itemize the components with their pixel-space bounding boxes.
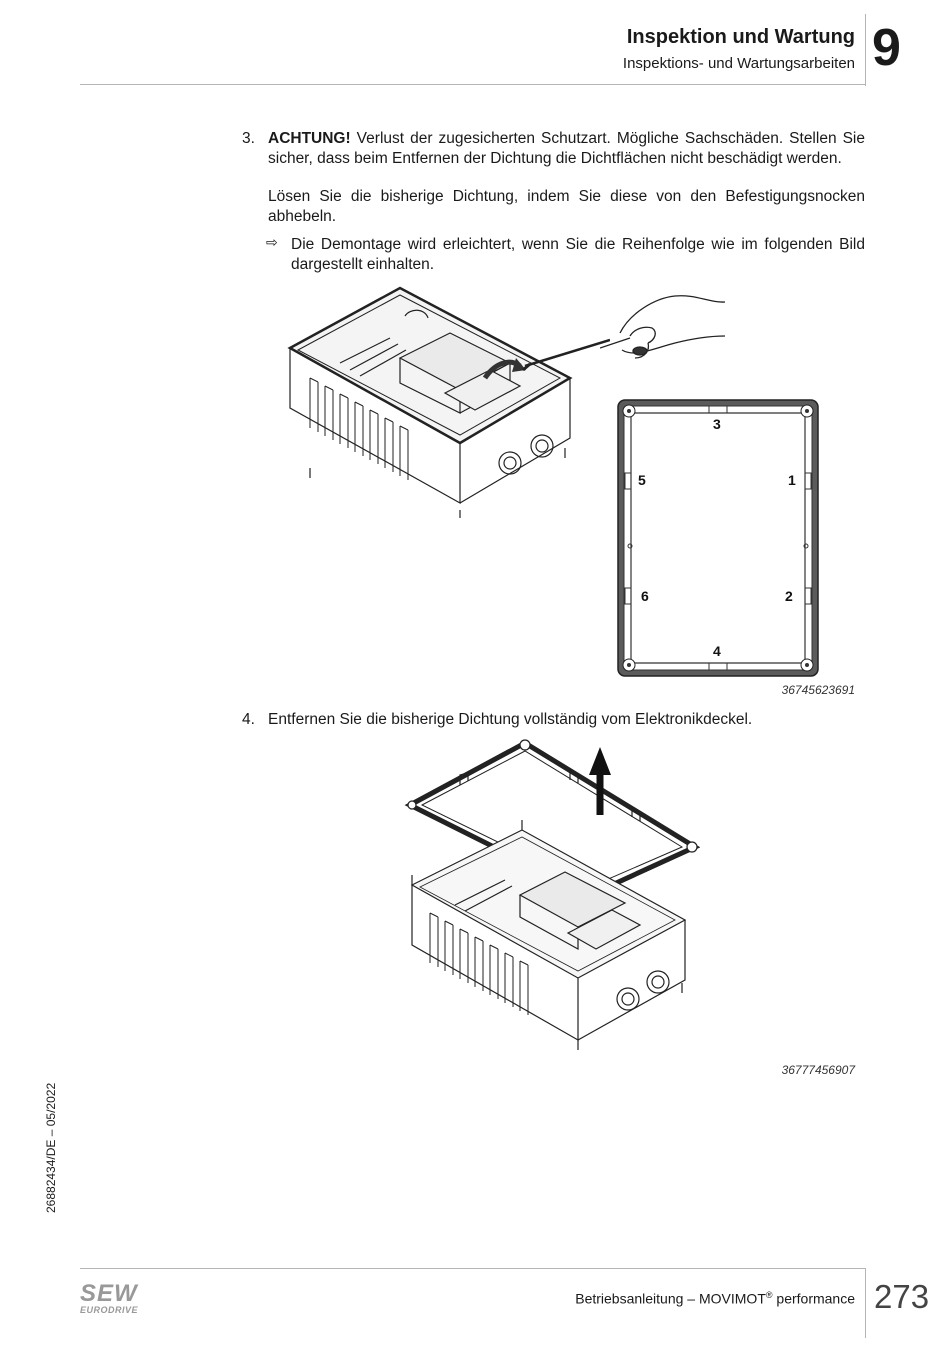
- footer-doc-title: Betriebsanleitung – MOVIMOT® performance: [575, 1290, 855, 1307]
- hand-illustration: [600, 295, 726, 359]
- figure-2-id: 36777456907: [781, 1063, 855, 1077]
- callout-3: 3: [713, 416, 721, 432]
- doc-title: Betriebsanleitung – MOVIMOT: [575, 1290, 766, 1307]
- callout-1: 1: [788, 472, 796, 488]
- chapter-number: 9: [872, 19, 901, 77]
- housing-screwdriver-illustration: [287, 286, 610, 518]
- registered-mark: ®: [765, 1290, 773, 1300]
- result-arrow-icon: ⇨: [266, 234, 278, 250]
- section-title: Inspektion und Wartung: [626, 26, 855, 48]
- callout-2: 2: [785, 588, 793, 604]
- step-3-number: 3.: [242, 130, 255, 147]
- callout-4: 4: [713, 643, 721, 659]
- section-subtitle: Inspektions- und Wartungsarbeiten: [622, 55, 855, 72]
- doc-suffix: performance: [772, 1290, 855, 1307]
- warning-label: ACHTUNG!: [268, 130, 351, 147]
- step-3-instruction: Lösen Sie die bisherige Dichtung, indem …: [268, 188, 865, 225]
- step-3-result: Die Demontage wird erleichtert, wenn Sie…: [291, 236, 865, 273]
- footer-rule: [80, 1268, 865, 1269]
- gasket-sequence-diagram: 3 5 1 6 2 4: [617, 399, 819, 677]
- logo-sew: SEW: [80, 1280, 138, 1307]
- document-id-side: 26882434/DE – 05/2022: [44, 1082, 58, 1213]
- header-divider: [865, 14, 866, 86]
- callout-6: 6: [641, 588, 649, 604]
- step-3-warning: ACHTUNG! Verlust der zugesicherten Schut…: [268, 129, 865, 168]
- figure-1-id: 36745623691: [781, 683, 855, 697]
- logo-eurodrive: EURODRIVE: [80, 1305, 139, 1315]
- callout-5: 5: [638, 472, 646, 488]
- step-4-text: Entfernen Sie die bisherige Dichtung vol…: [268, 711, 753, 728]
- step-4-number: 4.: [242, 711, 255, 728]
- warning-text: Verlust der zugesicherten Schutzart. Mög…: [268, 130, 865, 167]
- page-number: 273: [874, 1278, 930, 1315]
- sew-logo: SEW EURODRIVE: [80, 1282, 138, 1315]
- header-rule: [80, 84, 865, 85]
- gasket-removal-illustration: [404, 739, 700, 1050]
- footer-divider: [865, 1268, 866, 1338]
